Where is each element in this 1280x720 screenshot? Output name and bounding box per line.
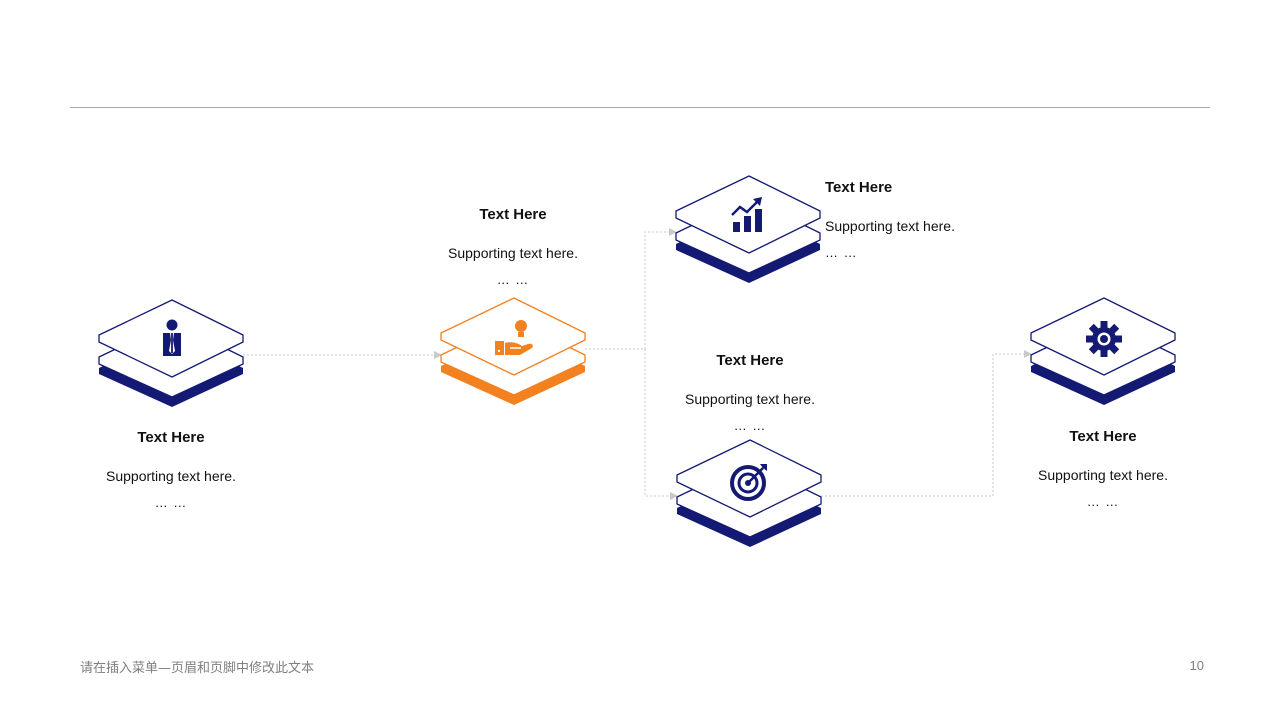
connector-2-3 — [585, 228, 677, 350]
gear-icon — [1086, 321, 1122, 357]
node-title: Text Here — [479, 206, 547, 223]
node-title: Text Here — [1069, 428, 1137, 445]
page-number: 10 — [1189, 658, 1204, 673]
connector-2-4 — [644, 349, 678, 500]
node-support: Supporting text here. — [685, 391, 815, 407]
node-title: Text Here — [716, 352, 784, 369]
node-text-4: Text Here Supporting text here. … … — [640, 352, 860, 434]
node-ellipsis: … … — [733, 418, 767, 433]
node-tile-5 — [1029, 296, 1179, 406]
businessman-icon — [163, 319, 181, 356]
node-ellipsis: … … — [154, 495, 188, 510]
node-ellipsis: … … — [1086, 494, 1120, 509]
connector-4-5 — [821, 350, 1032, 497]
node-text-1: Text Here Supporting text here. … … — [61, 429, 281, 511]
node-tile-2 — [439, 296, 589, 406]
node-text-3: Text Here Supporting text here. … … — [825, 179, 1045, 261]
node-support: Supporting text here. — [106, 468, 236, 484]
header-divider — [70, 107, 1210, 108]
footer-text: 请在插入菜单—页眉和页脚中修改此文本 — [80, 661, 315, 676]
node-ellipsis: … … — [825, 245, 858, 260]
node-text-5: Text Here Supporting text here. … … — [993, 428, 1213, 510]
node-tile-3 — [674, 174, 824, 284]
node-support: Supporting text here. — [825, 218, 955, 234]
node-title: Text Here — [825, 179, 893, 196]
node-support: Supporting text here. — [448, 245, 578, 261]
node-ellipsis: … … — [496, 272, 530, 287]
node-tile-1 — [97, 298, 247, 408]
node-text-2: Text Here Supporting text here. … … — [403, 206, 623, 288]
target-icon — [730, 464, 767, 501]
node-title: Text Here — [137, 429, 205, 446]
node-support: Supporting text here. — [1038, 467, 1168, 483]
lightbulb-hand-icon — [495, 320, 533, 355]
node-tile-4 — [675, 438, 825, 548]
growth-chart-icon — [731, 197, 762, 232]
